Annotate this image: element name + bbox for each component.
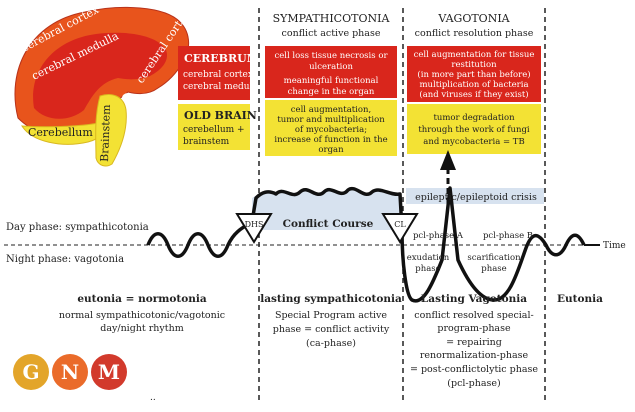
conflict-course-area <box>252 188 400 230</box>
vago-yellow-box <box>407 104 541 154</box>
eutonia-right-title: Eutonia <box>557 293 603 305</box>
time-label: Time <box>603 241 626 251</box>
legend-oldbrain-box <box>178 104 250 150</box>
bottom-descriptions: eutonia = normotonia normal sympathicoto… <box>59 293 603 389</box>
vago-red-line2: restitution <box>451 60 497 70</box>
scarification-label-1: scarification <box>467 253 521 263</box>
gnm-logo: G N M .. <box>13 354 156 403</box>
lasting-vago-line1: conflict resolved special- <box>414 310 533 321</box>
symp-red-line1: cell loss tissue necrosis or <box>274 51 388 61</box>
logo-letter-m: M <box>98 360 120 384</box>
symp-red-line3: meaningful functional <box>284 76 379 86</box>
lasting-symp-line2: phase = conflict activity <box>273 324 390 335</box>
vago-yellow-line1: tumor degradation <box>433 113 515 123</box>
legend-oldbrain-title: OLD BRAIN <box>184 109 257 122</box>
symp-yellow-line4: increase of function in the <box>274 135 387 145</box>
eutonia-title: eutonia = normotonia <box>77 293 206 305</box>
eutonia-line1: normal sympathicotonic/vagotonic <box>59 310 225 321</box>
logo-circle-n <box>52 354 88 390</box>
cl-marker <box>381 213 419 244</box>
lasting-vago-line4: renormalization-phase <box>420 350 529 361</box>
legend: CEREBRUM cerebral cortex + cerebral medu… <box>178 46 263 150</box>
crisis-area <box>406 188 544 204</box>
heading-sympathicotonia: SYMPATHICOTONIA <box>273 12 391 25</box>
vago-red-line4: multiplication of bacteria <box>419 80 528 90</box>
vago-red-line5: (and viruses if they exist) <box>419 89 528 100</box>
brain-highlight <box>122 93 134 103</box>
vago-boxes: cell augmentation for tissue restitution… <box>407 46 541 154</box>
lasting-symp-line3: (ca-phase) <box>306 338 356 349</box>
vago-red-line3: (in more part than before) <box>417 69 530 80</box>
symp-red-line2: ulceration <box>309 62 353 72</box>
day-phase-label: Day phase: sympathicotonia <box>6 222 149 233</box>
logo-dots: .. <box>150 393 156 403</box>
lasting-vago-line2: program-phase <box>437 323 511 334</box>
vago-yellow-line3: and mycobacteria = TB <box>423 137 524 147</box>
exudation-label-2: phase <box>415 264 440 274</box>
vago-red-box <box>407 46 541 102</box>
logo-circle-g <box>13 354 49 390</box>
lasting-vago-line3: = repairing <box>446 337 502 348</box>
lasting-vago-title: Lasting Vagotonia <box>421 293 527 305</box>
symp-red-box <box>265 46 397 98</box>
lasting-vago-line6: (pcl-phase) <box>447 378 500 389</box>
symp-boxes: cell loss tissue necrosis or ulceration … <box>265 46 397 156</box>
cerebral-medulla-shape <box>33 32 168 119</box>
brain-illustration: cerebral cortex cerebral medulla cerebra… <box>14 3 193 167</box>
conflict-course-label: Conflict Course <box>283 218 374 230</box>
legend-cerebrum-line2: cerebral medulla <box>183 82 261 92</box>
eutonia-line2: day/night rhythm <box>100 323 183 334</box>
vago-yellow-line2: through the work of fungi <box>418 125 530 135</box>
lasting-vago-line5: = post-conflictolytic phase <box>410 364 538 375</box>
label-cerebellum: Cerebellum <box>28 126 93 139</box>
exudation-label-1: exudation <box>407 253 450 263</box>
vago-red-line1: cell augmentation for tissue <box>414 50 535 60</box>
dividers <box>258 8 546 402</box>
pcl-phase-b-label: pcl-phase B <box>483 231 533 241</box>
scarification-label-2: phase <box>481 264 506 274</box>
symp-yellow-line5: organ <box>318 145 344 155</box>
symp-yellow-line2: tumor and multiplication <box>277 115 385 125</box>
crisis-arrow-head <box>440 150 456 170</box>
dhs-marker <box>235 213 273 244</box>
logo-letter-n: N <box>61 360 79 384</box>
dhs-label: DHS <box>245 220 264 229</box>
label-brainstem: Brainstem <box>98 104 113 162</box>
legend-cerebrum-title: CEREBRUM <box>184 52 259 65</box>
symp-yellow-line1: cell augmentation, <box>291 105 371 115</box>
cl-label: CL <box>394 220 406 229</box>
heading-vagotonia: VAGOTONIA <box>437 12 510 25</box>
logo-letter-g: G <box>22 360 39 384</box>
logo-circle-m <box>91 354 127 390</box>
symp-yellow-box <box>265 100 397 156</box>
crisis-label: epileptic/epileptoid crisis <box>415 192 537 203</box>
night-phase-label: Night phase: vagotonia <box>6 254 124 265</box>
lasting-symp-line1: Special Program active <box>275 310 387 321</box>
legend-cerebrum-box <box>178 46 250 100</box>
legend-oldbrain-line2: brainstem <box>183 137 230 147</box>
pcl-phase-a-label: pcl-phase A <box>413 231 464 241</box>
symp-red-line4: change in the organ <box>288 87 375 97</box>
legend-oldbrain-line1: cerebellum + <box>183 125 245 135</box>
legend-cerebrum-line1: cerebral cortex + <box>183 70 263 80</box>
subheading-conflict-active: conflict active phase <box>282 28 381 39</box>
brainstem-shape <box>95 94 127 167</box>
lasting-symp-title: lasting sympathicotonia <box>260 293 402 305</box>
symp-yellow-line3: of mycobacteria; <box>295 125 367 135</box>
subheading-conflict-resolution: conflict resolution phase <box>415 28 534 39</box>
tonus-curve <box>146 186 586 303</box>
